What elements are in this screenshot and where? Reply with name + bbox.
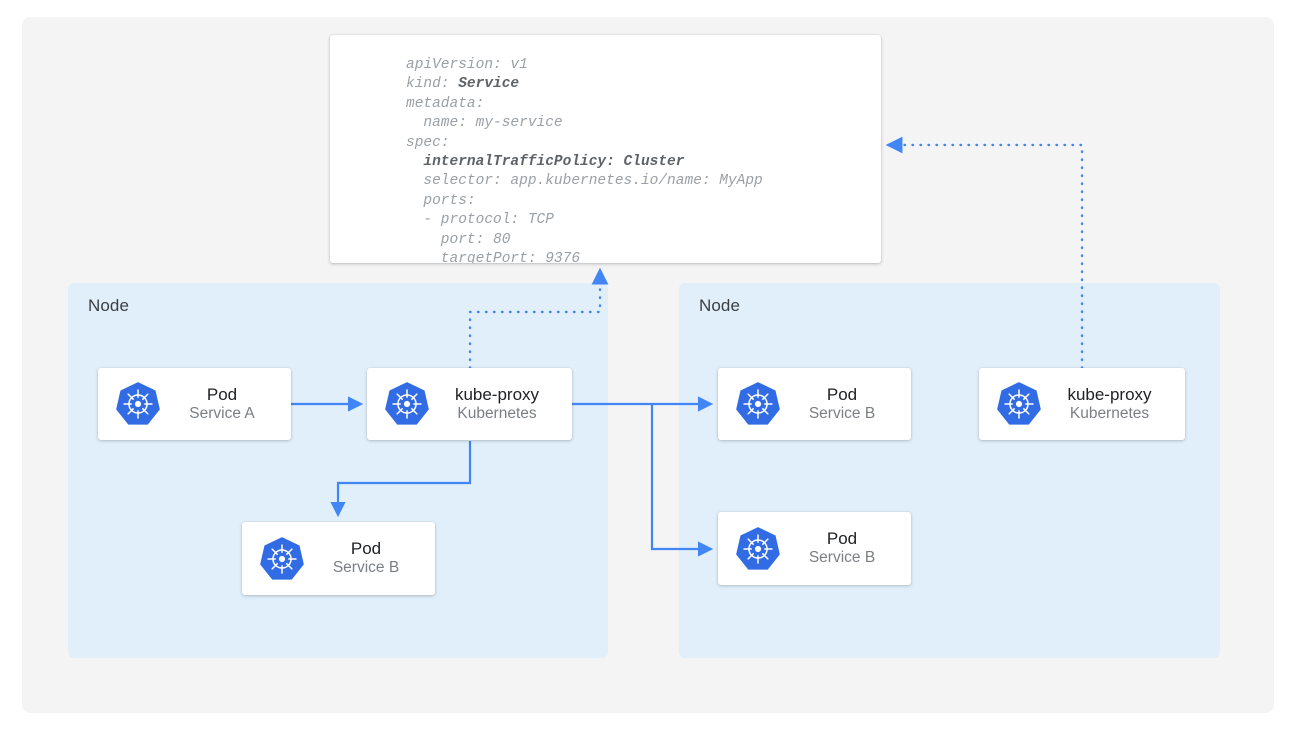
box-pod-service-b-right-bottom[interactable]: Pod Service B: [718, 512, 911, 585]
box-subtitle: Service A: [189, 404, 255, 422]
box-subtitle: Kubernetes: [457, 404, 537, 422]
kubernetes-icon: [116, 382, 160, 425]
box-title: Pod: [350, 539, 382, 559]
box-text: kube-proxy Kubernetes: [434, 385, 572, 423]
box-text: kube-proxy Kubernetes: [1046, 385, 1185, 423]
service-manifest-card: apiVersion: v1 kind: Service metadata: n…: [330, 35, 881, 263]
box-title: kube-proxy: [454, 384, 540, 404]
box-pod-service-b-left[interactable]: Pod Service B: [242, 522, 435, 595]
box-subtitle: Service B: [808, 549, 876, 567]
box-kube-proxy-right[interactable]: kube-proxy Kubernetes: [979, 368, 1185, 440]
service-manifest-code: apiVersion: v1 kind: Service metadata: n…: [406, 57, 763, 263]
box-subtitle: Service B: [332, 559, 400, 577]
box-pod-service-b-right-top[interactable]: Pod Service B: [718, 368, 911, 440]
kubernetes-icon: [997, 382, 1041, 425]
node-panel-right: Node: [679, 283, 1220, 658]
kubernetes-icon: [736, 382, 780, 425]
box-title: Pod: [826, 384, 858, 404]
box-title: Pod: [826, 529, 858, 549]
box-subtitle: Kubernetes: [1069, 404, 1150, 422]
box-pod-service-a[interactable]: Pod Service A: [98, 368, 291, 440]
kubernetes-icon: [736, 526, 780, 570]
node-label-right: Node: [699, 296, 741, 315]
box-title: kube-proxy: [1067, 384, 1152, 404]
box-text: Pod Service B: [785, 529, 911, 567]
box-title: Pod: [206, 384, 238, 404]
kubernetes-icon: [260, 536, 304, 580]
box-kube-proxy-left[interactable]: kube-proxy Kubernetes: [367, 368, 572, 440]
node-label-left: Node: [88, 296, 130, 315]
box-text: Pod Service B: [309, 539, 435, 577]
box-subtitle: Service B: [808, 404, 876, 422]
kubernetes-icon: [385, 382, 429, 425]
box-text: Pod Service B: [785, 385, 911, 423]
box-text: Pod Service A: [165, 385, 291, 423]
node-panel-left: Node: [68, 283, 608, 658]
